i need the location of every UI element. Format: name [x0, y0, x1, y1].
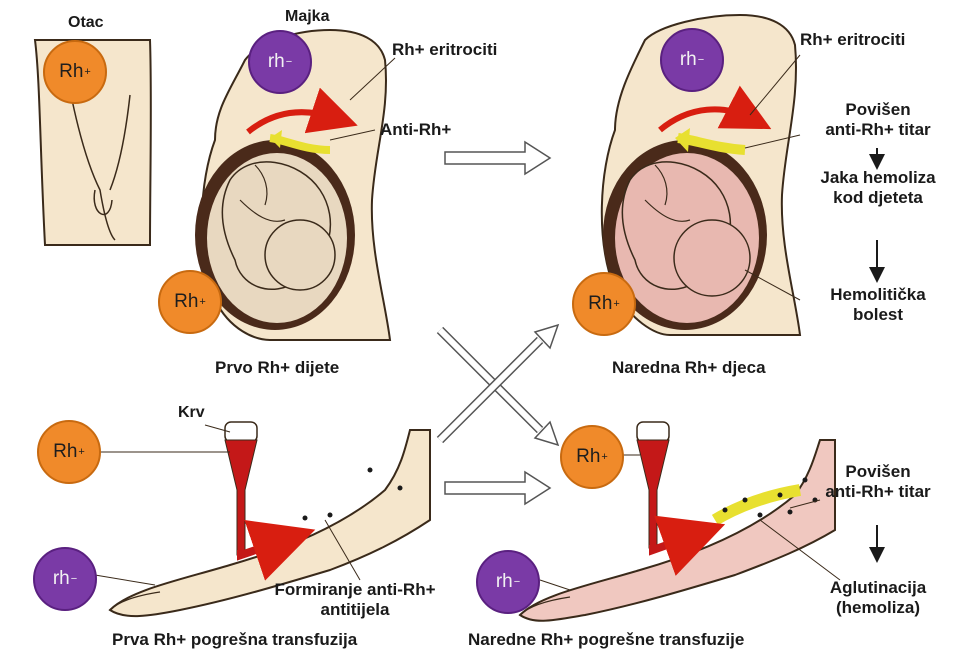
label-line: Aglutinacija: [808, 578, 948, 598]
label-line: anti-Rh+ titar: [808, 120, 948, 140]
rh-positive-blood-next-badge: Rh+: [560, 425, 624, 489]
label-line: anti-Rh+ titar: [808, 482, 948, 502]
label-line: Povišen: [808, 100, 948, 120]
rh-positive-next-child-badge: Rh+: [572, 272, 636, 336]
hollow-arrow-top: [445, 142, 550, 174]
rh-negative-recipient-next-badge: rh−: [476, 550, 540, 614]
label-rh-erythrocytes-1: Rh+ eritrociti: [392, 40, 497, 60]
label-hemolytic-disease: Hemolitička bolest: [808, 285, 948, 324]
label-line: Formiranje anti-Rh+: [255, 580, 455, 600]
label-first-child: Prvo Rh+ dijete: [215, 358, 339, 378]
label-next-transfusions: Naredne Rh+ pogrešne transfuzije: [468, 630, 744, 650]
cross-arrows: [440, 325, 558, 445]
label-antibody-formation: Formiranje anti-Rh+ antitijela: [255, 580, 455, 619]
label-line: Jaka hemoliza: [808, 168, 948, 188]
pointer-line: [95, 575, 155, 585]
blood-bag-next: [637, 422, 695, 550]
blood-bag-first: [225, 422, 285, 555]
label-elevated-titer-2: Povišen anti-Rh+ titar: [808, 462, 948, 501]
label-blood: Krv: [178, 404, 205, 422]
rh-negative-mother-next-badge: rh−: [660, 28, 724, 92]
label-first-transfusion: Prva Rh+ pogrešna transfuzija: [112, 630, 357, 650]
label-line: Hemolitička: [808, 285, 948, 305]
label-line: antitijela: [255, 600, 455, 620]
label-line: Povišen: [808, 462, 948, 482]
rh-positive-blood-badge: Rh+: [37, 420, 101, 484]
pointer-line: [540, 580, 570, 590]
label-line: kod djeteta: [808, 188, 948, 208]
label-next-children: Naredna Rh+ djeca: [612, 358, 766, 378]
label-line: bolest: [808, 305, 948, 325]
label-line: (hemoliza): [808, 598, 948, 618]
rh-negative-mother-badge: rh−: [248, 30, 312, 94]
label-father: Otac: [68, 14, 104, 32]
rh-negative-recipient-badge: rh−: [33, 547, 97, 611]
label-agglutination: Aglutinacija (hemoliza): [808, 578, 948, 617]
label-rh-erythrocytes-2: Rh+ eritrociti: [800, 30, 905, 50]
hollow-arrow-bottom: [445, 472, 550, 504]
label-severe-hemolysis: Jaka hemoliza kod djeteta: [808, 168, 948, 207]
rh-positive-child-badge: Rh+: [158, 270, 222, 334]
rh-positive-father-badge: Rh+: [43, 40, 107, 104]
label-elevated-titer-1: Povišen anti-Rh+ titar: [808, 100, 948, 139]
label-anti-rh: Anti-Rh+: [380, 120, 451, 140]
label-mother: Majka: [285, 8, 329, 26]
